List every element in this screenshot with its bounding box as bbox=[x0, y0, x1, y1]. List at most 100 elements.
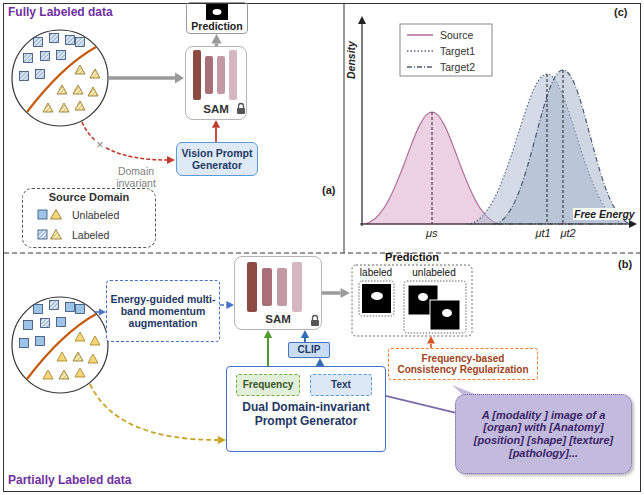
legend-triangle bbox=[51, 230, 62, 240]
sam-encoder-bars bbox=[217, 56, 225, 94]
mean-marker bbox=[432, 70, 563, 224]
data-triangle bbox=[43, 103, 53, 112]
data-triangle bbox=[75, 332, 85, 341]
flow-arrow bbox=[95, 309, 106, 316]
mask-image bbox=[442, 309, 452, 317]
sam-encoder-bars bbox=[205, 56, 213, 94]
dotted-frame bbox=[359, 281, 394, 316]
sam-encoder-bars bbox=[247, 262, 302, 312]
legend-item: Source bbox=[406, 29, 473, 41]
legend-text: Source bbox=[440, 29, 473, 41]
prediction-box: Prediction bbox=[186, 2, 248, 34]
flow-arrow bbox=[109, 73, 184, 84]
sam-encoder-bars bbox=[292, 262, 302, 312]
dotted-frame bbox=[352, 265, 472, 336]
node-label: Energy-guided multi-band momentum augmen… bbox=[110, 293, 216, 329]
data-triangle bbox=[73, 352, 83, 361]
node-label: CLIP bbox=[298, 344, 321, 356]
data-square bbox=[24, 321, 33, 330]
node-label: Source Domain bbox=[49, 191, 130, 204]
legend-item: Target1 bbox=[406, 45, 475, 57]
legend-frame bbox=[400, 24, 492, 76]
encoder-box: CLIP bbox=[288, 342, 330, 358]
legend-item: Target2 bbox=[406, 61, 475, 73]
sam-model-box: SAM bbox=[234, 256, 322, 330]
arrow-head bbox=[212, 120, 220, 128]
flow-arrow bbox=[175, 73, 184, 84]
data-square bbox=[41, 301, 59, 328]
data-circle bbox=[12, 297, 108, 393]
mean-label: μt2 bbox=[561, 227, 576, 240]
data-square bbox=[41, 319, 50, 328]
connector-line bbox=[322, 291, 341, 295]
data-square bbox=[34, 38, 43, 47]
chart-axis bbox=[360, 223, 630, 224]
prompt-box: Frequency bbox=[236, 374, 300, 396]
flow-arrow bbox=[218, 436, 226, 444]
panel-caption: Fully Labeled data bbox=[8, 6, 113, 20]
data-triangle bbox=[59, 352, 83, 379]
data-triangle bbox=[75, 65, 85, 74]
data-triangle bbox=[57, 85, 67, 94]
connector-line bbox=[380, 394, 455, 412]
legend-sample bbox=[36, 208, 66, 221]
mean-marker bbox=[432, 112, 433, 224]
prompt-generator-box: Vision Prompt Generator bbox=[176, 142, 258, 176]
data-square bbox=[20, 34, 85, 81]
sam-encoder-bars bbox=[277, 268, 287, 306]
panel-tag: (a) bbox=[322, 184, 335, 197]
data-triangle bbox=[43, 370, 53, 379]
node-sublabel: unlabeled bbox=[406, 267, 462, 279]
arrow-head bbox=[341, 288, 351, 298]
legend-sample bbox=[406, 62, 434, 72]
data-triangle bbox=[75, 368, 85, 377]
data-triangle bbox=[73, 85, 83, 94]
density-curve bbox=[493, 70, 633, 224]
arrow-head bbox=[316, 358, 324, 366]
data-square bbox=[20, 339, 29, 348]
data-triangle bbox=[57, 352, 67, 361]
data-square bbox=[34, 305, 43, 314]
prompt-generator-box: Dual Domain-invariant Prompt GeneratorFr… bbox=[226, 366, 386, 452]
data-triangle bbox=[90, 336, 100, 345]
arrow-head bbox=[301, 330, 309, 338]
data-square bbox=[76, 305, 85, 314]
axis-title: Density bbox=[345, 41, 357, 79]
lock-icon bbox=[311, 316, 319, 327]
mask-image bbox=[213, 9, 222, 15]
flow-arrow bbox=[167, 156, 175, 164]
data-triangle bbox=[59, 103, 69, 112]
augmentation-box: Energy-guided multi-band momentum augmen… bbox=[106, 280, 220, 342]
data-square bbox=[50, 301, 59, 310]
sam-encoder-bars bbox=[193, 50, 201, 100]
data-square bbox=[41, 52, 50, 61]
legend-text: Target2 bbox=[440, 61, 475, 73]
mean-marker bbox=[547, 74, 548, 224]
lock-icon bbox=[311, 320, 319, 326]
lock-icon bbox=[313, 316, 318, 321]
panel-divider bbox=[4, 253, 640, 254]
lock-icon bbox=[239, 104, 244, 109]
panel-caption: Partially Labeled data bbox=[8, 474, 131, 488]
chart-axis bbox=[358, 16, 637, 228]
lock-icon bbox=[237, 104, 245, 115]
data-square bbox=[24, 54, 33, 63]
data-circle bbox=[27, 314, 96, 379]
cross-mark: × bbox=[95, 138, 105, 153]
data-square bbox=[57, 318, 66, 327]
data-triangle bbox=[90, 69, 100, 78]
legend-line bbox=[407, 66, 433, 68]
arrow-head bbox=[264, 330, 272, 338]
data-square bbox=[20, 72, 29, 81]
chart-axis bbox=[358, 16, 366, 24]
node-label: SAM bbox=[265, 313, 291, 326]
flow-arrow bbox=[82, 122, 175, 164]
panel-tag: (b) bbox=[618, 258, 632, 271]
speech-bubble: A [modality ] image of a [organ] with [A… bbox=[455, 394, 632, 474]
connector-line bbox=[215, 128, 217, 142]
data-square bbox=[57, 51, 66, 60]
data-square bbox=[76, 38, 85, 47]
mask-image bbox=[371, 292, 383, 300]
connector-arrow bbox=[212, 120, 220, 142]
connector-line bbox=[220, 304, 226, 306]
